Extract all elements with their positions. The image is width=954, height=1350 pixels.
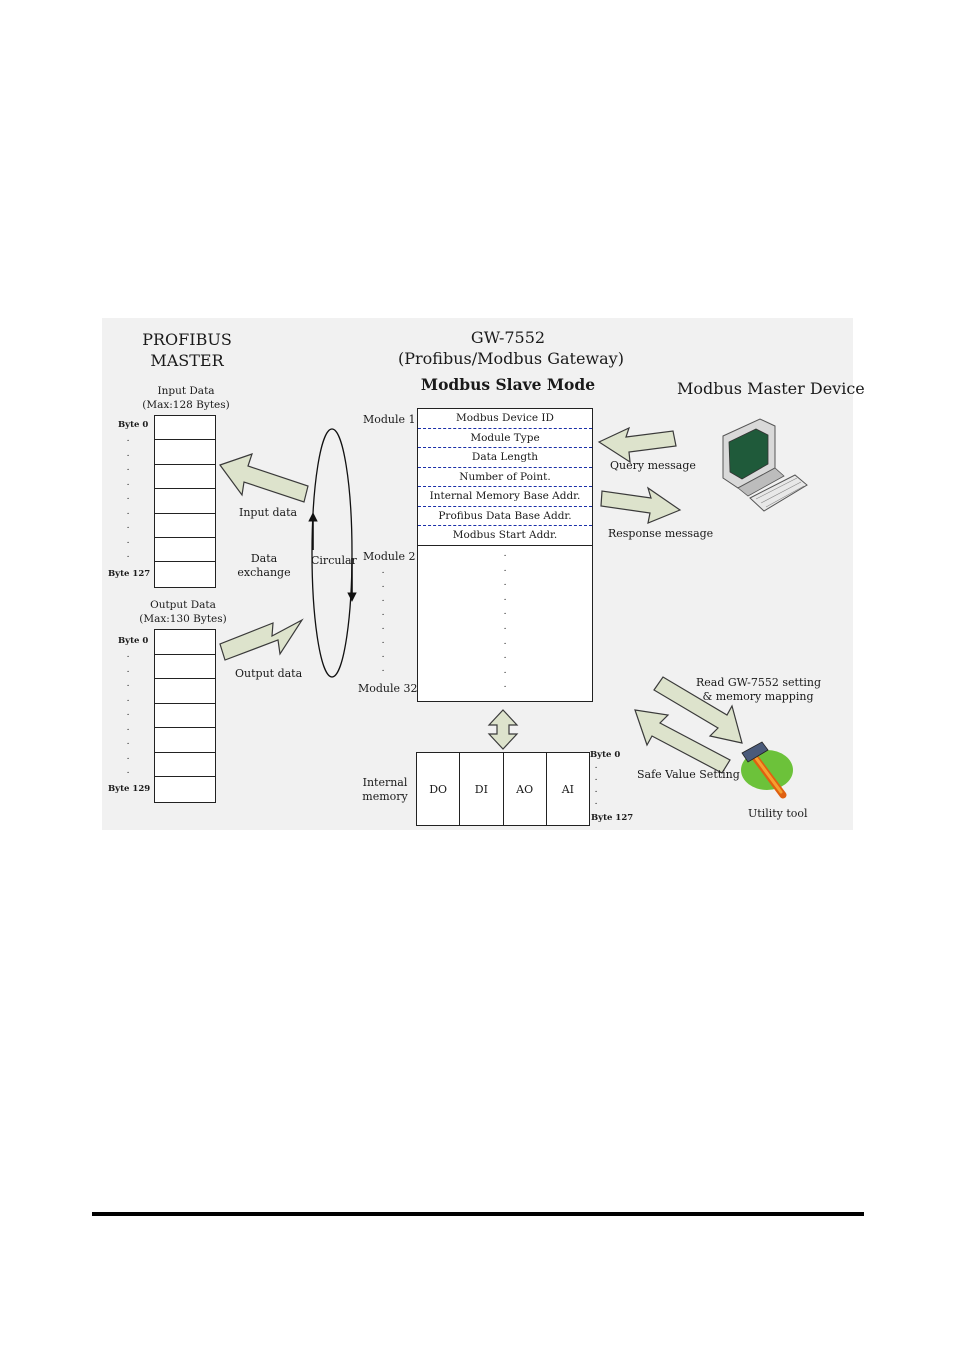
input-data-title: Input Data (Max:128 Bytes) bbox=[136, 384, 236, 412]
output-byte-first: Byte 0 bbox=[118, 636, 149, 646]
footer-rule bbox=[92, 1212, 864, 1216]
gateway-title: GW-7552 (Profibus/Modbus Gateway) bbox=[398, 327, 624, 369]
circular-loop bbox=[308, 428, 357, 678]
module-dots: ........ bbox=[381, 566, 385, 674]
module-field: Profibus Data Base Addr. bbox=[418, 507, 592, 526]
module-1-label: Module 1 bbox=[363, 413, 416, 426]
output-data-arrow bbox=[219, 618, 304, 661]
module-2-label: Module 2 bbox=[363, 550, 416, 563]
input-byte-last: Byte 127 bbox=[108, 569, 151, 579]
data-exchange-line1: Data bbox=[250, 552, 278, 565]
profibus-title-line2: MASTER bbox=[150, 351, 224, 370]
module-field: Number of Point. bbox=[418, 468, 592, 487]
output-byte-table bbox=[154, 629, 216, 803]
memory-cell-ai: AI bbox=[561, 782, 575, 796]
input-data-title-line2: (Max:128 Bytes) bbox=[142, 399, 230, 411]
computer-icon bbox=[722, 418, 808, 512]
profibus-master-title: PROFIBUS MASTER bbox=[132, 329, 242, 371]
internal-memory-line1: Internal bbox=[362, 776, 408, 789]
diagram-graphics bbox=[219, 418, 808, 799]
utility-tool-label: Utility tool bbox=[748, 807, 808, 820]
module-field: Internal Memory Base Addr. bbox=[418, 487, 592, 507]
internal-memory-table: DO DI AO AI bbox=[416, 752, 590, 826]
memory-byte-dots: ..... bbox=[594, 761, 598, 819]
read-setting-label: Read GW-7552 setting & memory mapping bbox=[696, 676, 822, 704]
output-byte-dots: ......... bbox=[126, 650, 130, 776]
data-exchange-label: Data exchange bbox=[233, 552, 295, 580]
memory-cell-di: DI bbox=[460, 753, 504, 825]
output-data-label: Output data bbox=[235, 667, 303, 680]
input-data-label: Input data bbox=[239, 506, 298, 519]
gateway-title-line2: (Profibus/Modbus Gateway) bbox=[398, 349, 624, 368]
gateway-title-line1: GW-7552 bbox=[470, 328, 546, 347]
hammer-icon bbox=[741, 741, 793, 799]
input-data-arrow bbox=[219, 453, 309, 503]
input-byte-first: Byte 0 bbox=[118, 420, 149, 430]
circular-label: Circular bbox=[311, 554, 357, 567]
memory-byte-last: Byte 127 bbox=[591, 813, 634, 823]
response-message-label: Response message bbox=[608, 527, 714, 540]
gateway-diagram: PROFIBUS MASTER GW-7552 (Profibus/Modbus… bbox=[102, 318, 865, 830]
input-byte-table bbox=[154, 415, 216, 588]
output-data-title-line2: (Max:130 Bytes) bbox=[139, 613, 227, 625]
output-data-title-line1: Output Data bbox=[150, 599, 216, 611]
query-message-label: Query message bbox=[610, 459, 696, 472]
module-table: Modbus Device ID Module Type Data Length… bbox=[417, 408, 593, 702]
module-field: Modbus Start Addr. bbox=[418, 526, 592, 546]
module-table-dots: .......... bbox=[503, 549, 507, 691]
module-field: Modbus Device ID bbox=[418, 409, 592, 429]
double-vertical-arrow bbox=[487, 709, 519, 750]
input-data-title-line1: Input Data bbox=[157, 385, 215, 397]
data-exchange-line2: exchange bbox=[237, 566, 291, 579]
safe-value-label: Safe Value Setting bbox=[637, 768, 740, 781]
memory-byte-first: Byte 0 bbox=[590, 750, 621, 760]
modbus-slave-mode-title: Modbus Slave Mode bbox=[420, 375, 596, 394]
input-byte-dots: ......... bbox=[126, 434, 130, 560]
output-byte-last: Byte 129 bbox=[108, 784, 151, 794]
query-message-arrow bbox=[597, 426, 677, 464]
profibus-title-line1: PROFIBUS bbox=[142, 330, 232, 349]
safe-value-arrow bbox=[634, 709, 731, 774]
response-message-arrow bbox=[600, 486, 682, 524]
read-setting-line1: Read GW-7552 setting bbox=[696, 676, 822, 689]
read-setting-arrow bbox=[653, 676, 743, 744]
internal-memory-label: Internal memory bbox=[357, 776, 413, 804]
module-field: Module Type bbox=[418, 429, 592, 448]
read-setting-line2: & memory mapping bbox=[702, 690, 814, 703]
memory-cell-do: DO bbox=[417, 753, 461, 825]
modbus-master-title: Modbus Master Device bbox=[677, 379, 865, 398]
memory-cell-ao: AO bbox=[504, 753, 547, 825]
output-data-title: Output Data (Max:130 Bytes) bbox=[133, 598, 233, 626]
module-32-label: Module 32 bbox=[358, 682, 418, 695]
internal-memory-line2: memory bbox=[362, 790, 408, 803]
module-field: Data Length bbox=[418, 448, 592, 468]
